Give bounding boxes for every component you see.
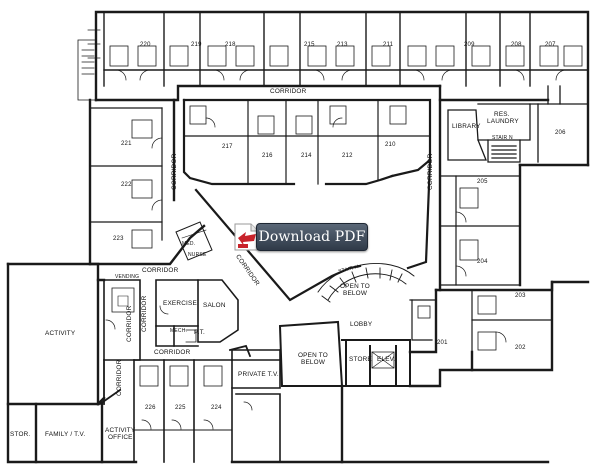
open-to-below-label-1b: BELOW [343, 290, 368, 297]
room-214-label: 214 [301, 153, 312, 159]
activity-office-label-2: OFFICE [108, 434, 133, 441]
top-wing-walls [94, 10, 590, 167]
inner-row-units [183, 99, 431, 185]
room-209-label: 209 [464, 42, 475, 48]
store-label: STORE [349, 356, 372, 363]
corridor-top-label: CORRIDOR [270, 88, 307, 95]
ne-service-block [447, 85, 589, 163]
room-216-label: 216 [262, 153, 273, 159]
elevator-label: ELEV. [377, 356, 396, 363]
lobby-label: LOBBY [350, 321, 373, 328]
corridor-lower-left-label: CORRIDOR [116, 359, 123, 396]
exercise-label: EXERCISE [163, 300, 197, 307]
room-224-label: 224 [211, 405, 222, 411]
activity-office-label-1: ACTIVITY [105, 427, 136, 434]
room-221-label: 221 [121, 141, 132, 147]
download-pdf-label[interactable]: Download PDF [256, 223, 368, 251]
room-218-label: 218 [225, 42, 236, 48]
open-to-below-label-2b: BELOW [301, 359, 326, 366]
nurse-station-label: NURSE [188, 252, 207, 258]
right-wing-units [439, 175, 521, 286]
corridor-left-low-label: CORRIDOR [141, 295, 148, 332]
physical-therapy-label: P.T. [194, 329, 205, 336]
download-pdf-button[interactable]: Download PDF [232, 222, 368, 252]
lower-door-swings [105, 305, 214, 430]
open-to-below-label-1: OPEN TO [340, 283, 370, 290]
room-213-label: 213 [337, 42, 348, 48]
room-201-label: 201 [437, 340, 448, 346]
bottom-right-walls [340, 368, 550, 464]
left-wing-walls [88, 98, 206, 266]
room-217-label: 217 [222, 144, 233, 150]
lower-right-walls [408, 280, 590, 372]
room-219-label: 219 [191, 42, 202, 48]
mech-room-label: MECH. [170, 328, 188, 334]
room-204-label: 204 [477, 259, 488, 265]
amenity-walls [103, 279, 239, 361]
room-208-label: 208 [511, 42, 522, 48]
room-215-label: 215 [304, 42, 315, 48]
corridor-mid-label: CORRIDOR [142, 267, 179, 274]
pdf-file-icon [234, 223, 259, 251]
laundry-label-line2: LAUNDRY [487, 118, 519, 125]
room-203-label: 203 [515, 293, 526, 299]
top-door-swings [115, 69, 567, 81]
room-220-label: 220 [140, 42, 151, 48]
room-212-label: 212 [342, 153, 353, 159]
top-unit-bathrooms [77, 29, 583, 101]
room-226-label: 226 [145, 405, 156, 411]
corridor-bottom-label: CORRIDOR [154, 349, 191, 356]
bottom-left-units [133, 349, 344, 464]
med-room-label: MED. [182, 241, 196, 247]
activity-label: ACTIVITY [45, 330, 76, 337]
lower-right-units [409, 289, 553, 353]
laundry-label-line1: RES. [494, 111, 510, 118]
room-210-label: 210 [385, 142, 396, 148]
room-207-label: 207 [545, 42, 556, 48]
vending-label: VENDING [115, 274, 140, 280]
storage-label: STOR. [10, 431, 31, 438]
right-wing-walls [438, 98, 590, 292]
grand-stair [317, 263, 415, 303]
family-tv-label: FAMILY / T.V. [45, 431, 86, 438]
room-202-label: 202 [515, 345, 526, 351]
activity-walls [6, 262, 138, 464]
private-tv-label: PRIVATE T.V. [238, 371, 279, 378]
room-222-label: 222 [121, 182, 132, 188]
left-wing-units [89, 107, 213, 261]
corridor-right-label: CORRIDOR [427, 153, 434, 190]
room-223-label: 223 [113, 236, 124, 242]
stair-n-label: STAIR N [492, 135, 513, 141]
room-225-label: 225 [175, 405, 186, 411]
top-unit-row [103, 11, 589, 87]
room-206-label: 206 [555, 130, 566, 136]
corridor-left-label: CORRIDOR [171, 153, 178, 190]
open-to-below-label-2: OPEN TO [298, 352, 328, 359]
room-211-label: 211 [383, 42, 394, 48]
library-label: LIBRARY [452, 123, 481, 130]
salon-label: SALON [203, 302, 226, 309]
corridor-bottom-left-label: CORRIDOR [126, 305, 133, 342]
corridor-junction [98, 344, 252, 406]
room-205-label: 205 [477, 179, 488, 185]
